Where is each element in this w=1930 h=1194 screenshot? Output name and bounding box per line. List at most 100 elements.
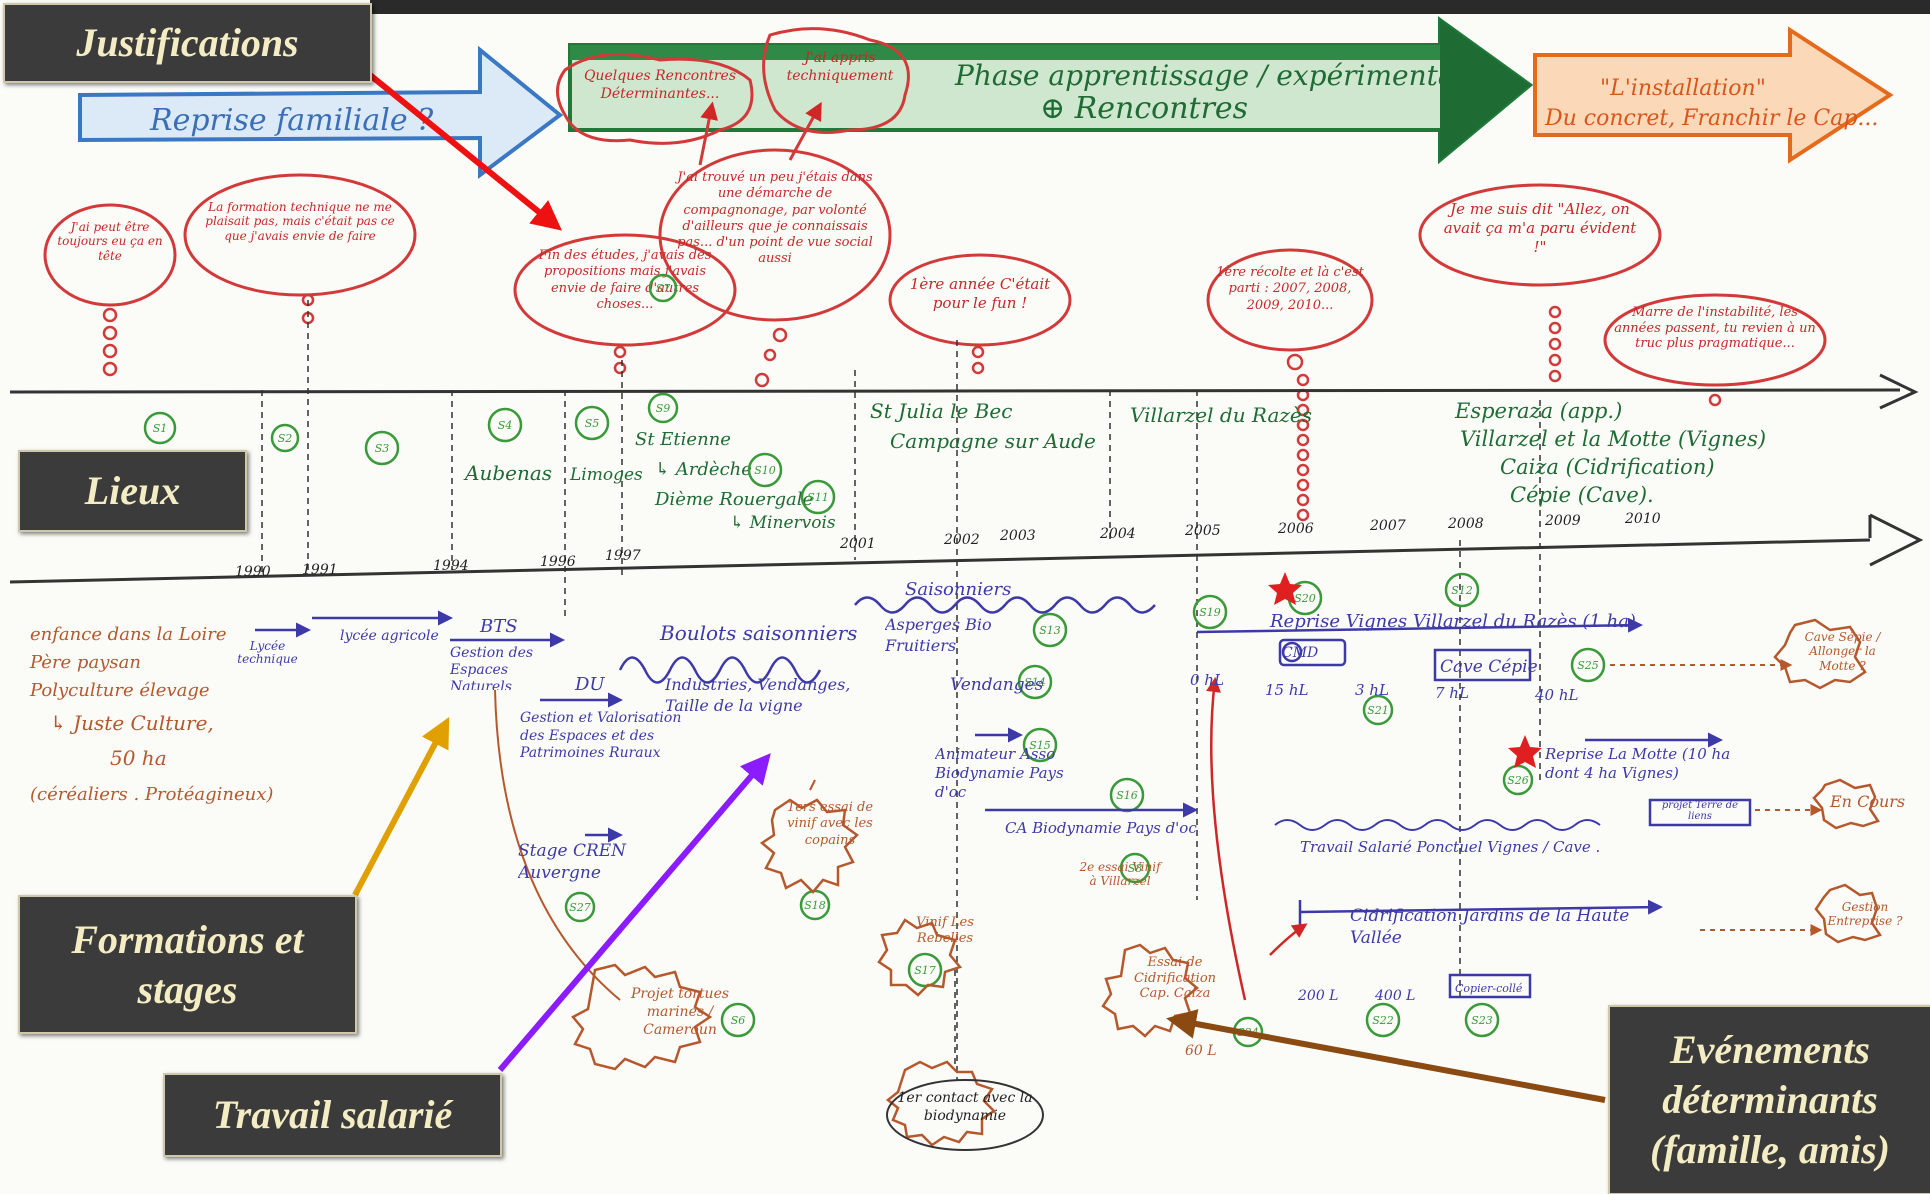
badge-s5: S5 [585, 417, 600, 430]
thought-bubbles [43, 27, 1827, 387]
year-1991: 1991 [302, 562, 338, 578]
badge-labels: S1 S2 S3 S4 S5 S9 S10 S11 S12 S13 S14 S1… [153, 282, 1599, 1039]
phase-installation-label-1: "L'installation" [1600, 76, 1766, 101]
place-caiza: Caiza (Cidrification) [1500, 455, 1715, 479]
star-icons [1268, 572, 1542, 768]
badge-s12: S12 [1451, 584, 1473, 597]
year-1990: 1990 [235, 564, 271, 580]
badge-s13: S13 [1039, 624, 1061, 637]
phase-apprentissage-label-1: Phase apprentissage / expérimentation [954, 59, 1510, 92]
pointer-justifications [368, 72, 562, 231]
txt-lycee-tech: Lycée technique [237, 640, 298, 667]
year-labels: 1990 1991 1994 1996 1997 2001 2002 2003 … [235, 511, 1661, 580]
txt-pere: Père paysan [29, 652, 141, 673]
badge-s1: S1 [153, 422, 168, 435]
badge-s15: S15 [1029, 739, 1051, 752]
year-2009: 2009 [1544, 513, 1581, 529]
bubble-texts: J'ai peut être toujours eu ça en tête La… [57, 50, 1815, 351]
phase-apprentissage-label-2: ⊕ Rencontres [1040, 91, 1248, 126]
txt-copier: Copier-collé [1455, 982, 1523, 995]
txt-animateur: Animateur Asso Biodynamie Pays d'oc [935, 745, 1064, 801]
places-axis [9, 373, 1919, 410]
place-villarzel: Villarzel du Razès [1130, 403, 1312, 427]
txt-juste: ↳ Juste Culture, [50, 711, 214, 735]
txt-contact: 1er contact avec la biodynamie [897, 1090, 1033, 1124]
phase-arrow-reprise: Reprise familiale ? [78, 45, 564, 179]
txt-cmd: CMD [1282, 645, 1318, 661]
bubble-1: J'ai peut être toujours eu ça en tête [57, 220, 163, 263]
badge-s7: S7 [656, 282, 671, 295]
legend-travail: Travail salarié [163, 1073, 502, 1157]
legend-evenements: Evénements déterminants (famille, amis) [1608, 1005, 1930, 1194]
phase-reprise-label: Reprise familiale ? [149, 103, 434, 138]
year-separators [261, 300, 1541, 1080]
badge-s16: S16 [1116, 789, 1138, 802]
legend-lieux: Lieux [18, 450, 247, 532]
txt-cave: Cave Cépie [1440, 657, 1538, 677]
family-texts: enfance dans la Loire Père paysan Polycu… [29, 624, 273, 805]
place-villarzel-motte: Villarzel et la Motte (Vignes) [1460, 427, 1766, 451]
txt-gestion-ent: Gestion Entreprise ? [1827, 900, 1903, 929]
txt-0hl: 0 hL [1190, 671, 1224, 689]
txt-asperges: Asperges Bio Fruitiers [885, 615, 992, 655]
badge-s14: S14 [1024, 676, 1046, 689]
txt-200l: 200 L [1297, 988, 1338, 1004]
formation-lines [255, 596, 1752, 999]
year-1996: 1996 [540, 554, 576, 570]
year-2008: 2008 [1447, 516, 1484, 532]
txt-reprise-vignes: Reprise Vignes Villarzel du Razès (1 ha) [1269, 611, 1636, 632]
badge-s6: S6 [731, 1014, 746, 1027]
bubble-4: Quelques Rencontres Déterminantes... [583, 68, 737, 102]
place-limoges: Limoges [569, 465, 643, 485]
txt-3hl: 3 hL [1355, 681, 1389, 699]
txt-arg: (céréaliers . Protéagineux) [30, 784, 273, 805]
txt-50ha: 50 ha [110, 746, 167, 770]
txt-enfance: enfance dans la Loire [30, 624, 227, 645]
badge-s21: S21 [1367, 704, 1389, 717]
txt-boulots: Boulots saisonniers [659, 621, 857, 645]
place-stjulia-2: Campagne sur Aude [890, 429, 1096, 453]
badge-s4: S4 [498, 419, 513, 432]
txt-vendanges: Vendanges [950, 675, 1044, 695]
year-2004: 2004 [1099, 526, 1136, 542]
contact-burst: 1er contact avec la biodynamie [886, 1079, 1044, 1151]
place-stjulia-1: St Julia le Bec [870, 399, 1012, 423]
phase-arrow-installation: "L'installation" Du concret, Franchir le… [1533, 26, 1894, 164]
txt-cidrif-essai: Essai de Cidrification Cap. Caiza [1133, 955, 1217, 1002]
year-2007: 2007 [1369, 518, 1406, 534]
burst-shapes [571, 618, 1882, 1147]
badge-s26: S26 [1507, 774, 1529, 787]
legend-formations: Formations et stages [18, 895, 357, 1034]
badge-s17: S17 [914, 964, 936, 977]
txt-industries: Industries, Vendanges, Taille de la vign… [665, 675, 851, 715]
txt-essai1: 1ers essai de vinif avec les copains [786, 800, 874, 848]
place-dieme: Dième Rouergale [654, 489, 813, 510]
txt-ca: CA Biodynamie Pays d'oc [1005, 819, 1197, 837]
bubble-7: 1ère année C'était pour le fun ! [909, 275, 1051, 312]
year-2010: 2010 [1624, 511, 1661, 527]
badge-s20: S20 [1294, 592, 1316, 605]
year-2001: 2001 [839, 536, 876, 552]
place-cepie: Cépie (Cave). [1510, 483, 1654, 507]
badge-s18: S18 [804, 899, 826, 912]
badge-s22: S22 [1372, 1014, 1394, 1027]
badge-s25: S25 [1577, 659, 1599, 672]
txt-bts: BTS [479, 616, 518, 637]
txt-future-cave: Cave Sépie / Allonger la Motte ? [1804, 630, 1881, 673]
badge-s11: S11 [807, 491, 829, 504]
txt-polyculture: Polyculture élevage [29, 680, 210, 701]
place-stetienne: St Etienne [635, 429, 731, 450]
txt-projet: Projet tortues marines / Cameroun [630, 986, 730, 1039]
badge-s10: S10 [754, 464, 776, 477]
star-icon [1508, 735, 1542, 768]
badge-s27: S27 [569, 901, 591, 914]
burst-texts: 1ers essai de vinif avec les copains Pro… [630, 630, 1905, 1059]
bubble-2: La formation technique ne me plaisait pa… [205, 200, 395, 243]
txt-cidrif-jardins: Cidrification Jardins de la Haute Vallée [1350, 906, 1630, 949]
bubble-3: Fin des études, j'avais des propositions… [538, 248, 712, 312]
txt-vinif: Vinif Les Rebelles [916, 915, 974, 946]
badge-s3: S3 [375, 442, 390, 455]
bubble-9: Je me suis dit "Allez, on avait ça m'a p… [1443, 200, 1637, 256]
